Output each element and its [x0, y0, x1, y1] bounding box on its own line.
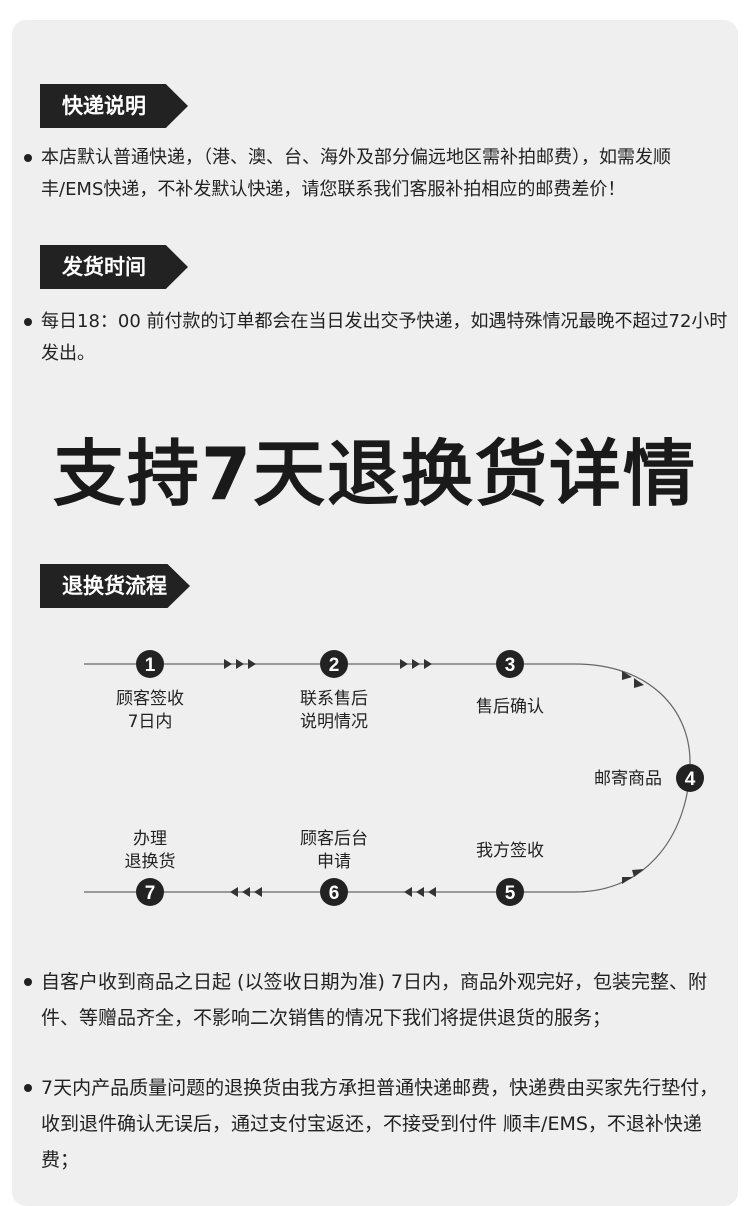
policy-paragraph-2: 7天内产品质量问题的退换货由我方承担普通快递邮费，快递费由买家先行垫付，收到退件…	[24, 1070, 728, 1178]
step-2-circle	[320, 650, 348, 678]
step-5-number: 5	[505, 883, 516, 904]
return-process-diagram: 1 2 3 4 5 6 7	[84, 650, 704, 906]
step-7-number: 7	[145, 883, 156, 904]
step-1-number: 1	[145, 655, 156, 676]
step-4-circle	[676, 764, 704, 792]
step-2-number: 2	[329, 655, 340, 676]
content-card	[12, 20, 738, 1206]
policy-paragraph-1: 自客户收到商品之日起 (以签收日期为准) 7日内，商品外观完好，包装完整、附件、…	[24, 964, 728, 1036]
step-2-label: 联系售后说明情况	[300, 689, 368, 732]
arrow-right-icon	[224, 659, 256, 669]
step-4-label: 邮寄商品	[594, 769, 662, 789]
bullet-icon	[24, 1084, 32, 1092]
policy-text: 7天内产品质量问题的退换货由我方承担普通快递邮费，快递费由买家先行垫付，收到退件…	[41, 1077, 719, 1171]
arrow-left-icon	[404, 887, 436, 897]
step-6-circle	[320, 878, 348, 906]
step-7-circle	[136, 878, 164, 906]
step-6-number: 6	[329, 883, 340, 904]
step-1-circle	[136, 650, 164, 678]
dispatch-tag: 发货时间	[40, 245, 188, 289]
step-7-label: 办理退换货	[124, 829, 176, 872]
step-3-label: 售后确认	[476, 697, 544, 717]
process-tag: 退换货流程	[40, 564, 190, 608]
arrow-curve-icon	[622, 671, 644, 688]
dispatch-paragraph: 每日18：00 前付款的订单都会在当日发出交予快递，如遇特殊情况最晚不超过72小…	[24, 306, 728, 370]
step-6-label: 顾客后台申请	[300, 829, 368, 872]
page-heading: 支持7天退换货详情	[52, 432, 698, 516]
bullet-icon	[24, 154, 32, 162]
step-3-circle	[496, 650, 524, 678]
step-5-circle	[496, 878, 524, 906]
bullet-icon	[24, 978, 32, 986]
policy-text: 自客户收到商品之日起 (以签收日期为准) 7日内，商品外观完好，包装完整、附件、…	[41, 971, 707, 1029]
shipping-paragraph: 本店默认普通快递，（港、澳、台、海外及部分偏远地区需补拍邮费），如需发顺丰/EM…	[24, 142, 728, 206]
shipping-tag: 快递说明	[40, 84, 188, 128]
arrow-right-icon	[400, 659, 432, 669]
step-5-label: 我方签收	[476, 841, 544, 861]
shipping-text: 本店默认普通快递，（港、澳、台、海外及部分偏远地区需补拍邮费），如需发顺丰/EM…	[41, 147, 671, 200]
step-4-number: 4	[685, 769, 696, 790]
arrow-left-icon	[230, 887, 262, 897]
bullet-icon	[24, 318, 32, 326]
dispatch-text: 每日18：00 前付款的订单都会在当日发出交予快递，如遇特殊情况最晚不超过72小…	[41, 311, 728, 364]
arrow-curve-icon	[622, 869, 644, 884]
step-3-number: 3	[505, 655, 516, 676]
